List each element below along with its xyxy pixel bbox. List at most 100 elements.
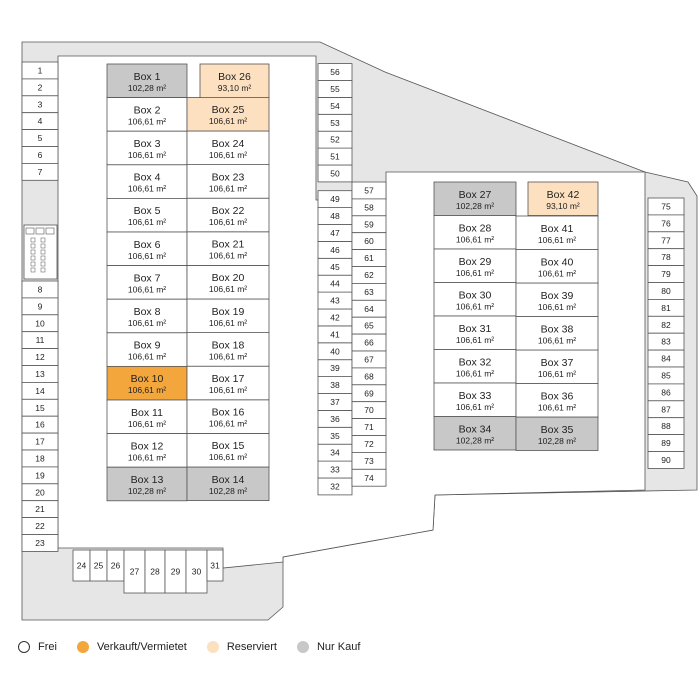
space-number: 53	[330, 118, 340, 128]
space-number: 24	[77, 561, 87, 571]
box-area: 106,61 m²	[456, 402, 494, 412]
space-number: 29	[171, 567, 181, 577]
space-number: 50	[330, 168, 340, 178]
space-number: 20	[35, 487, 45, 497]
space-number: 13	[35, 369, 45, 379]
unit-cell	[30, 237, 36, 243]
box-area: 106,61 m²	[209, 183, 247, 193]
legend-label: Reserviert	[226, 641, 277, 653]
space-number: 85	[661, 370, 671, 380]
box-area: 106,61 m²	[209, 116, 247, 126]
space-number: 59	[364, 219, 374, 229]
space-number: 71	[364, 422, 374, 432]
box-label: Box 31	[459, 323, 492, 335]
box-label: Box 7	[134, 272, 161, 284]
space-number: 12	[35, 352, 45, 362]
box-cell	[515, 416, 599, 451]
space-number: 31	[210, 561, 220, 571]
box-cell	[186, 298, 270, 333]
box-cell	[186, 97, 270, 132]
space-number: 25	[94, 561, 104, 571]
space-number: 22	[35, 521, 45, 531]
box-cell	[186, 197, 270, 233]
box-area: 106,61 m²	[128, 419, 166, 429]
box-area: 106,61 m²	[128, 452, 166, 462]
box-area: 106,61 m²	[128, 116, 166, 126]
space-number: 23	[35, 538, 45, 548]
box-label: Box 24	[212, 138, 245, 150]
space-number: 44	[330, 279, 340, 289]
space-number: 62	[364, 270, 374, 280]
space-number: 14	[35, 386, 45, 396]
box-label: Box 40	[541, 256, 574, 268]
space-cell	[351, 468, 387, 487]
box-area: 106,61 m²	[128, 217, 166, 227]
space-number: 45	[330, 262, 340, 272]
space-number: 6	[38, 150, 43, 160]
box-area: 106,61 m²	[128, 352, 166, 362]
box-area: 106,61 m²	[538, 402, 576, 412]
legend-dot-reserviert	[206, 641, 219, 653]
space-number: 40	[330, 346, 340, 356]
space-number: 82	[661, 320, 671, 330]
space-number: 70	[364, 405, 374, 415]
legend-item-reserviert: Reserviert	[206, 641, 277, 653]
space-number: 69	[364, 388, 374, 398]
space-cell	[647, 451, 685, 469]
unit-slot	[25, 227, 35, 235]
box-area: 106,61 m²	[538, 235, 576, 245]
space-number: 52	[330, 135, 340, 145]
box-cell	[186, 365, 270, 401]
box-cell	[433, 315, 517, 350]
unit-cell	[40, 243, 46, 249]
space-number: 73	[364, 456, 374, 466]
space-number: 58	[364, 202, 374, 212]
box-label: Box 1	[134, 71, 161, 83]
box-label: Box 10	[131, 373, 164, 385]
box-label: Box 12	[131, 440, 164, 452]
box-label: Box 36	[541, 390, 574, 402]
box-label: Box 37	[541, 357, 574, 369]
box-area: 106,61 m²	[456, 301, 494, 311]
box-area: 106,61 m²	[538, 369, 576, 379]
space-number: 30	[192, 567, 202, 577]
space-number: 32	[330, 481, 340, 491]
space-number: 89	[661, 438, 671, 448]
space-number: 48	[330, 211, 340, 221]
space-number: 42	[330, 312, 340, 322]
space-number: 11	[36, 335, 45, 345]
box-cell	[106, 197, 188, 233]
space-number: 1	[38, 65, 43, 75]
box-area: 106,61 m²	[128, 184, 166, 194]
box-label: Box 22	[212, 205, 245, 217]
space-number: 34	[330, 448, 340, 458]
space-number: 84	[661, 354, 671, 364]
box-area: 106,61 m²	[209, 251, 247, 261]
box-cell	[515, 282, 599, 317]
unit-cell	[30, 267, 36, 273]
legend-label: Verkauft/Vermietet	[96, 641, 187, 653]
box-label: Box 38	[541, 323, 574, 335]
space-number: 57	[364, 185, 374, 195]
box-area: 106,61 m²	[209, 452, 247, 462]
box-area: 106,61 m²	[128, 251, 166, 261]
space-number: 33	[330, 465, 340, 475]
box-label: Box 9	[134, 340, 161, 352]
box-area: 93,10 m²	[546, 201, 580, 211]
space-number: 90	[661, 455, 671, 465]
space-number: 26	[111, 561, 121, 571]
space-number: 37	[330, 397, 340, 407]
space-number: 66	[364, 338, 374, 348]
box-area: 106,61 m²	[456, 268, 494, 278]
box-label: Box 23	[212, 171, 245, 183]
space-number: 9	[38, 301, 43, 311]
box-label: Box 34	[459, 423, 492, 435]
box-area: 106,61 m²	[209, 385, 247, 395]
space-number: 35	[330, 431, 340, 441]
box-cell	[433, 215, 517, 250]
box-label: Box 15	[212, 440, 245, 452]
space-number: 41	[330, 329, 340, 339]
space-number: 21	[35, 504, 45, 514]
space-number: 46	[330, 245, 340, 255]
